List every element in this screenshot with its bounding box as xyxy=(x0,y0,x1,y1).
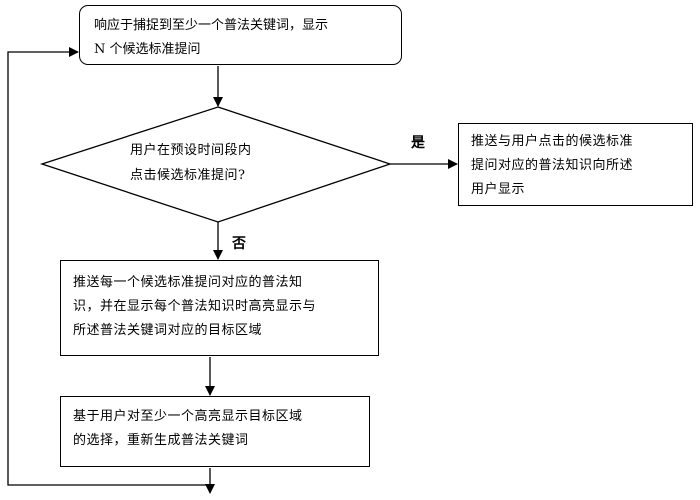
push-selected-line-3: 用户显示 xyxy=(471,182,526,197)
decision-node-text: 用户在预设时间段内 点击候选标准提问? xyxy=(130,138,330,188)
push-selected-node: 推送与用户点击的候选标准 提问对应的普法知识向所述 用户显示 xyxy=(458,123,693,206)
push-selected-line-1: 推送与用户点击的候选标准 xyxy=(471,134,634,149)
start-node-line-2: N 个候选标准提问 xyxy=(94,42,201,57)
decision-line-2: 点击候选标准提问? xyxy=(130,168,246,183)
push-all-line-3: 所述普法关键词对应的目标区域 xyxy=(73,323,263,338)
yes-label: 是 xyxy=(411,135,425,151)
decision-line-1: 用户在预设时间段内 xyxy=(130,143,252,158)
regenerate-line-2: 的选择，重新生成普法关键词 xyxy=(73,433,249,448)
regenerate-line-1: 基于用户对至少一个高亮显示目标区域 xyxy=(73,409,303,424)
push-selected-line-2: 提问对应的普法知识向所述 xyxy=(471,158,634,173)
push-all-line-1: 推送每一个候选标准提问对应的普法知 xyxy=(73,275,303,290)
no-label: 否 xyxy=(232,236,246,252)
loop-back-line xyxy=(7,47,210,486)
push-all-line-2: 识，并在显示每个普法知识时高亮显示与 xyxy=(73,299,317,314)
start-node-line-1: 响应于捕捉到至少一个普法关键词，显示 xyxy=(94,18,329,33)
regenerate-node: 基于用户对至少一个高亮显示目标区域 的选择，重新生成普法关键词 xyxy=(60,396,370,467)
start-node: 响应于捕捉到至少一个普法关键词，显示 N 个候选标准提问 xyxy=(79,5,402,65)
push-all-node: 推送每一个候选标准提问对应的普法知 识，并在显示每个普法知识时高亮显示与 所述普… xyxy=(60,260,379,356)
